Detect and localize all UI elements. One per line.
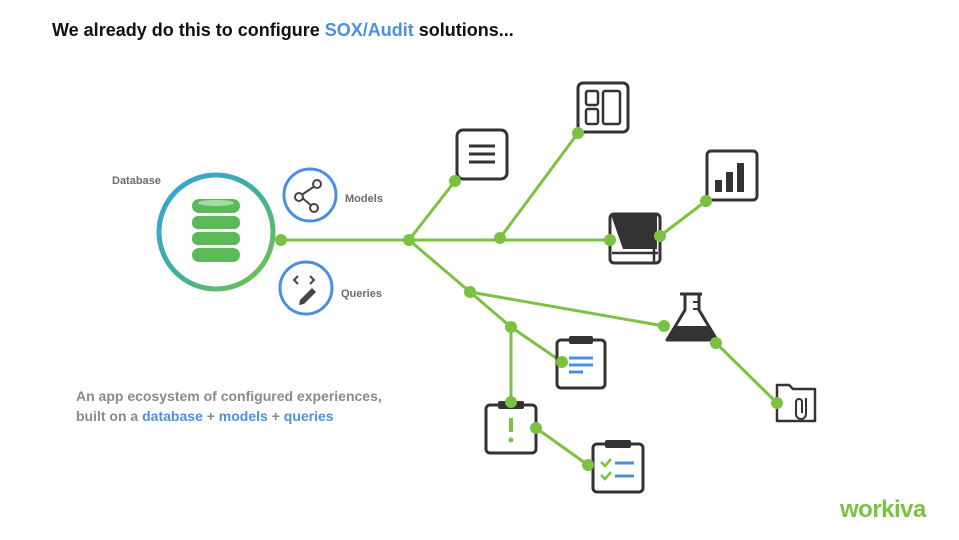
models-icon <box>282 167 338 223</box>
dot-document <box>449 175 461 187</box>
dot-alert-right <box>530 422 542 434</box>
caption-models: models <box>218 408 268 424</box>
connector-flask <box>468 290 666 328</box>
dot-flask-right <box>710 337 722 349</box>
connector-lower <box>407 238 472 294</box>
database-icon <box>156 172 276 292</box>
connector-dots <box>275 127 783 471</box>
caption-plus-1: + <box>202 408 219 424</box>
connector-document <box>407 179 457 242</box>
connector-checklist <box>534 426 590 467</box>
notebook-icon <box>608 212 662 265</box>
caption-plus-2: + <box>267 408 284 424</box>
dot-flask-left <box>658 320 670 332</box>
dashboard-icon <box>576 81 630 134</box>
dot-notebook <box>604 234 616 246</box>
checklist-icon <box>591 440 645 494</box>
connector-barchart <box>658 199 708 238</box>
document-icon <box>455 128 509 181</box>
models-label: Models <box>345 193 383 205</box>
title-prefix: We already do this to configure <box>52 20 325 40</box>
connector-dashboard <box>498 131 580 240</box>
folder-attachment-icon <box>775 383 817 423</box>
clipboard-alert-icon <box>484 401 538 455</box>
dot-hub <box>403 234 415 246</box>
dot-notebook-right <box>654 230 666 242</box>
caption-queries: queries <box>283 408 334 424</box>
connector-clipboard-branch <box>509 325 564 364</box>
dot-lower-hub <box>464 286 476 298</box>
queries-label: Queries <box>341 288 382 300</box>
caption-line-1: An app ecosystem of configured experienc… <box>76 388 382 404</box>
page-title: We already do this to configure SOX/Audi… <box>52 20 514 41</box>
dot-checklist <box>582 459 594 471</box>
dot-alert <box>505 396 517 408</box>
connector-folder <box>714 341 779 405</box>
dot-dashboard <box>572 127 584 139</box>
title-highlight: SOX/Audit <box>324 20 414 40</box>
connector-clipboard <box>468 290 513 329</box>
caption: An app ecosystem of configured experienc… <box>76 386 382 426</box>
queries-icon <box>278 260 334 316</box>
flask-icon <box>665 292 719 342</box>
database-label: Database <box>112 175 161 187</box>
caption-line-2: built on a database + models + queries <box>76 406 382 426</box>
dot-clipboard <box>556 356 568 368</box>
dot-folder <box>771 397 783 409</box>
caption-prefix: built on a <box>76 408 143 424</box>
caption-database: database <box>142 408 203 424</box>
bar-chart-icon <box>705 149 759 202</box>
dot-database <box>275 234 287 246</box>
dot-clipboard-hub <box>505 321 517 333</box>
dot-barchart <box>700 195 712 207</box>
title-suffix: solutions... <box>413 20 514 40</box>
connector-lines <box>279 131 779 467</box>
workiva-logo: workiva <box>840 496 926 523</box>
dot-branch <box>494 232 506 244</box>
